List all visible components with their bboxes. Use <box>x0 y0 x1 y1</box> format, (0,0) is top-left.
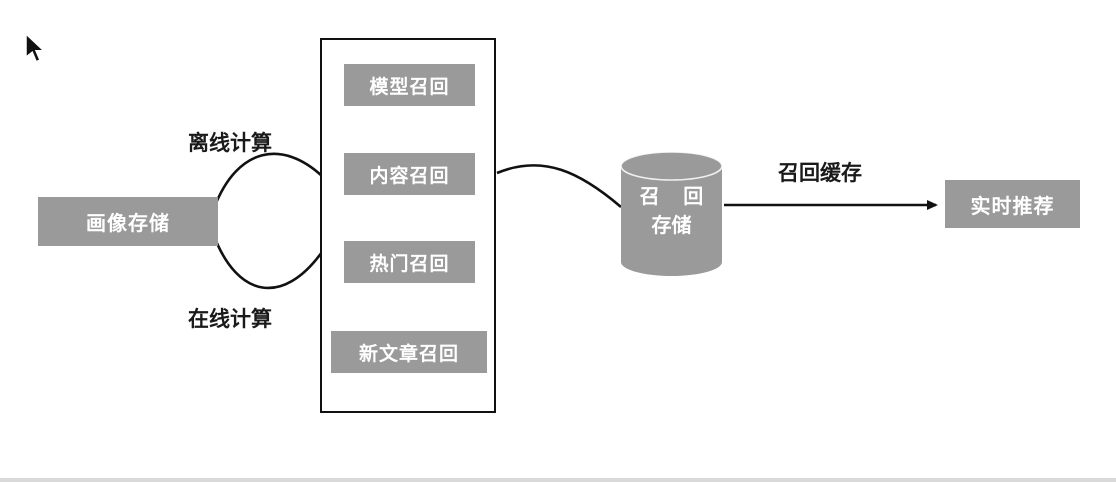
cache-edge-label: 召回缓存 <box>778 162 862 185</box>
profile-storage-node: 画像存储 <box>38 197 218 246</box>
recall-storage-line2: 存储 <box>651 215 692 237</box>
recall-storage-line1: 召 回 <box>639 186 704 208</box>
recall-item-label: 热门召回 <box>369 253 450 275</box>
bottom-edge-strip <box>0 478 1116 482</box>
profile-storage-label: 画像存储 <box>86 213 170 235</box>
recall-item-label: 模型召回 <box>369 76 450 98</box>
mouse-cursor-icon <box>25 32 46 63</box>
online-edge <box>212 235 324 290</box>
online-edge-label: 在线计算 <box>188 308 272 331</box>
offline-edge-label: 离线计算 <box>188 132 272 155</box>
realtime-recommend-label: 实时推荐 <box>970 195 1055 218</box>
recall-item-hot: 热门召回 <box>344 241 475 283</box>
recall-item-content: 内容召回 <box>344 153 475 195</box>
recall-item-label: 内容召回 <box>369 165 450 187</box>
offline-edge <box>212 152 323 209</box>
recall-item-model: 模型召回 <box>344 64 475 106</box>
recall-storage-cylinder-icon <box>620 151 723 276</box>
realtime-recommend-node: 实时推荐 <box>945 180 1080 228</box>
container-to-storage-edge <box>496 164 622 208</box>
recall-item-new-article: 新文章召回 <box>331 331 487 373</box>
recall-storage-label: 召 回 存储 <box>621 183 722 241</box>
recall-item-label: 新文章召回 <box>358 343 459 365</box>
